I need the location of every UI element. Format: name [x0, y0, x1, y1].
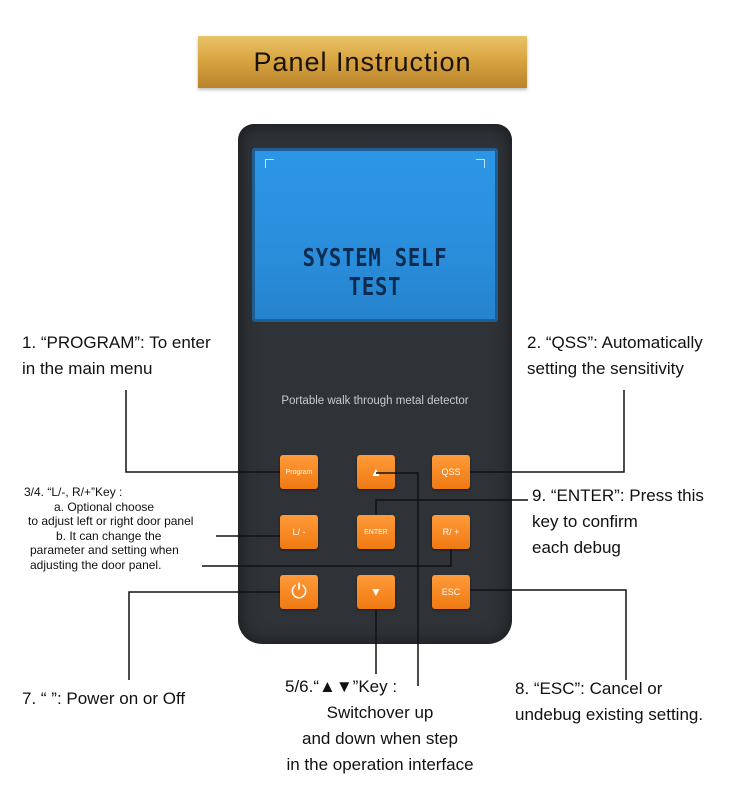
up-key[interactable]: ▲: [357, 455, 395, 489]
lcd-corner-mark: [476, 159, 485, 168]
label-left-right: 3/4. “L/-, R/+”Key : a. Optional choose …: [24, 485, 194, 572]
down-key[interactable]: ▼: [357, 575, 395, 609]
lcd-corner-mark: [265, 159, 274, 168]
qss-key[interactable]: QSS: [432, 455, 470, 489]
left-minus-key[interactable]: L/ -: [280, 515, 318, 549]
page-title: Panel Instruction: [253, 46, 472, 77]
title-banner: Panel Instruction: [198, 36, 527, 88]
label-up-down: 5/6.“▲▼”Key : Switchover up and down whe…: [285, 677, 474, 774]
program-key[interactable]: Program: [280, 455, 318, 489]
model-label: Portable walk through metal detector: [281, 395, 469, 407]
label-enter: 9. “ENTER”: Press this key to confirm ea…: [532, 486, 704, 557]
esc-key[interactable]: ESC: [432, 575, 470, 609]
leader-power: [128, 591, 280, 680]
power-icon: ⏻: [291, 580, 307, 603]
label-power: 7. “ ”: Power on or Off: [22, 689, 186, 708]
leader-esc: [470, 589, 627, 680]
label-qss: 2. “QSS”: Automatically setting the sens…: [527, 333, 703, 378]
lcd-screen: SYSTEM SELF TEST: [252, 148, 498, 322]
enter-key[interactable]: ENTER: [357, 515, 395, 549]
leader-enter: [375, 499, 528, 515]
leader-right: [202, 549, 452, 567]
right-plus-key[interactable]: R/ +: [432, 515, 470, 549]
leader-up: [376, 472, 419, 686]
label-program: 1. “PROGRAM”: To enter in the main menu: [22, 333, 211, 378]
leader-program: [125, 390, 280, 473]
label-esc: 8. “ESC”: Cancel or undebug existing set…: [515, 679, 704, 724]
lcd-text: SYSTEM SELF TEST: [302, 243, 448, 301]
power-key[interactable]: ⏻: [280, 575, 318, 609]
leader-qss: [470, 390, 625, 473]
